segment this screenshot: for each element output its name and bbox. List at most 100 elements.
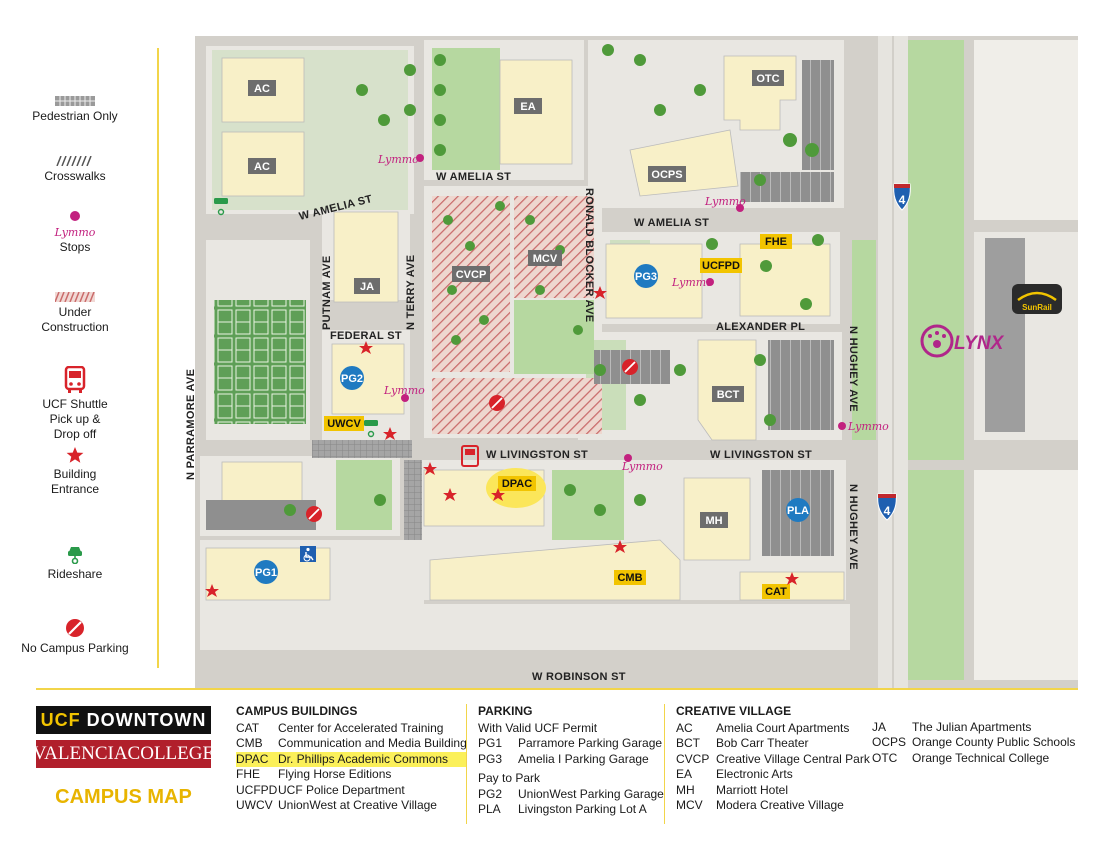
label-pg1: PG1 [255,567,277,579]
row-code: OTC [872,750,898,765]
entrance-stars [205,286,799,597]
map-labels: AC AC EA OTC OCPS CVCP MCV JA BCT MH UCF… [248,70,810,599]
label-pg3: PG3 [635,271,657,283]
row-code: PG2 [478,786,503,801]
row-code: UWCV [236,798,273,812]
label-bct: BCT [717,389,740,401]
street-amelia-east: W AMELIA ST [634,217,709,229]
lymmo-stop-2: Lymmo [704,195,746,208]
label-dpac: DPAC [502,478,532,490]
row-code: PG3 [478,751,503,766]
row-code: EA [676,767,693,781]
street-terry: N TERRY AVE [405,255,417,330]
green-mid [336,460,392,530]
row-name: Parramore Parking Garage [518,736,663,750]
row-code: JA [872,719,887,734]
bct-parking [768,340,834,430]
street-names: W AMELIA ST W AMELIA ST W AMELIA ST PUTN… [185,171,859,683]
legend-shuttle: UCF Shuttle Pick up & Drop off [0,366,150,442]
legend-lymmo: Lymmo Stops [0,210,150,255]
row-name: Dr. Phillips Academic Commons [278,751,449,766]
ucf-downtown-logo: UCF DOWNTOWN [36,706,211,734]
green-cvcp-east [514,300,594,374]
lymmo-stop-6: Lymmo [847,420,889,433]
row-code: FHE [236,767,260,781]
legend-row: EA Electronic Arts [676,767,870,783]
street-livingston-east: W LIVINGSTON ST [710,449,812,461]
label-cat: CAT [765,586,787,598]
trees [284,44,824,516]
lymmo-stop-1: Lymmo [377,153,419,166]
sunrail-logo: SunRail [1012,284,1062,314]
label-cmb: CMB [617,572,642,584]
parking-permit-heading: With Valid UCF Permit [478,720,598,735]
legend-row: OTC Orange Technical College [872,751,1075,767]
map-rideshare-icons [214,198,378,438]
row-name: The Julian Apartments [912,719,1032,734]
creative-village-title: CREATIVE VILLAGE [676,704,792,718]
interstate-shield-north: 4 [893,183,911,211]
campus-map-title: CAMPUS MAP [55,786,192,808]
green-dpac-east [552,470,624,540]
label-cvcp: CVCP [456,269,487,281]
lymmo-stop-3: Lymmo [671,276,713,289]
street-robinson: W ROBINSON ST [532,671,626,683]
legend-row: PG1 Parramore Parking Garage [478,736,664,752]
label-ac-1: AC [254,83,270,95]
legend-lymmo-label: Stops [59,240,91,254]
footer-separator-1 [466,704,467,824]
construction-mcv [514,196,594,298]
building-ea [499,59,573,165]
rideshare-car-icon [68,547,82,564]
row-name: UnionWest at Creative Village [278,798,437,812]
row-name: Amelia Court Apartments [716,720,850,735]
interstate-number-south: 4 [884,504,891,518]
building-fhe [739,243,831,317]
green-hughey [852,240,876,440]
sunrail-text: SunRail [1022,303,1052,312]
row-code: PG1 [478,736,503,750]
star-icon [66,447,84,463]
street-parramore: N PARRAMORE AVE [185,369,197,480]
pedestrian-terry [312,440,412,458]
row-name: UCF Police Department [278,782,405,797]
no-parking-icon [66,619,84,637]
row-code: PLA [478,802,501,816]
row-name: Orange Technical College [912,750,1050,765]
row-name: Communication and Media Building [278,736,467,750]
row-code: MCV [676,798,703,812]
accessible-icon [300,546,316,562]
block-south [200,604,850,650]
street-hughey-north: N HUGHEY AVE [847,326,859,412]
row-name: Electronic Arts [716,767,793,781]
legend-pedestrian: Pedestrian Only [0,96,150,124]
label-pla: PLA [787,505,809,517]
legend-lymmo-logo: Lymmo [54,226,96,239]
row-name: Center for Accelerated Training [278,720,444,735]
row-code: DPAC [236,751,269,766]
row-name: Modera Creative Village [716,798,844,812]
row-name: Marriott Hotel [716,782,789,797]
ucf-logo-b: DOWNTOWN [86,709,207,730]
interstate-shield-south: 4 [877,493,897,521]
street-livingston-west: W LIVINGSTON ST [486,449,588,461]
green-i4-north [906,40,964,460]
legend-no-parking-label: No Campus Parking [21,641,129,655]
label-fhe: FHE [765,236,787,248]
otc-lot-south [740,172,834,202]
valencia-logo-text: VALENCIACOLLEGE [32,743,215,764]
label-ja: JA [360,281,374,293]
lynx-logo: LYNX [920,324,1005,358]
block-east-north [974,40,1078,220]
